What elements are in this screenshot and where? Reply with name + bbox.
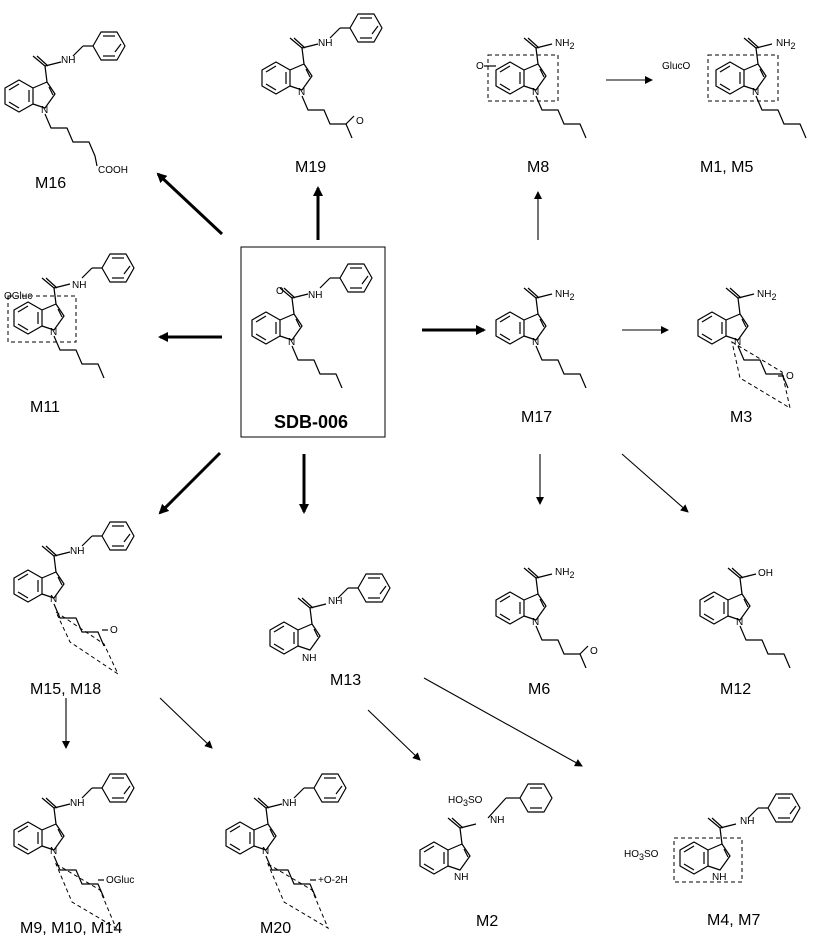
m15m18-n-label: N [50,594,57,605]
arrow-m13-to-m4m7 [423,677,583,767]
m4m7-ho3so-label: HO3SO [624,849,659,862]
m15m18-o-label: O [110,625,118,636]
m11-label: M11 [30,399,60,416]
m13-nh-label: NH [328,596,342,607]
m13-structure [269,573,391,655]
m6-nh2-label: NH2 [555,567,574,580]
m20-nh-label: NH [282,798,296,809]
m17-n-label: N [532,337,539,348]
m20-label: M20 [260,920,291,937]
m3-o-label: O [786,371,794,382]
m16-structure [4,31,126,167]
m6-label: M6 [528,681,550,698]
m8-n-label: N [532,87,539,98]
arrow-m15-to-m20 [159,697,213,749]
m3-dashed-box [731,340,791,410]
m12-oh-label: OH [758,568,773,579]
parent-label: SDB-006 [274,412,348,432]
m11-ogluc-label: OGluc [4,291,32,302]
m16-n-label: N [41,105,48,116]
m20-dashed-box [266,862,330,930]
m3-label: M3 [730,409,752,426]
m9-dashed-box [54,862,118,930]
m9-label: M9, M10, M14 [20,920,122,937]
m6-o-label: O [590,646,598,657]
sdb006-structure [251,263,373,389]
m4m7-structure [679,793,801,875]
m2-structure [419,783,553,875]
m9-nh-label: NH [70,798,84,809]
m16-cooh-label: COOH [98,165,128,176]
m8-structure [495,37,587,139]
m11-n-label: N [50,327,57,338]
m4m7-label: M4, M7 [707,912,760,929]
m20-o2h-label: +O-2H [318,875,348,886]
m17-structure [495,287,587,389]
m8-o-label: O [476,61,484,72]
m2-nh-ring-label: NH [454,872,468,883]
parent-nh-label: NH [308,290,322,301]
parent-o-label: O [276,286,284,297]
m6-n-label: N [532,617,539,628]
m19-structure [261,13,383,139]
parent-n-label: N [288,337,295,348]
m9-ogluc-label: OGluc [106,875,134,886]
m12-label: M12 [720,681,751,698]
parent-box [240,246,386,438]
arrow-m13-to-m2 [367,709,421,761]
m11-structure [13,253,135,379]
m15m18-nh-label: NH [70,546,84,557]
m19-nh-label: NH [318,38,332,49]
m2-label: M2 [476,913,498,930]
m4m7-nh-label: NH [740,816,754,827]
m13-label: M13 [330,672,361,689]
m13-nh-ring-label: NH [302,653,316,664]
m1m5-dashed-box [707,54,779,102]
arrow-m17-to-m12 [621,453,689,513]
m3-nh2-label: NH2 [757,289,776,302]
m19-label: M19 [295,159,326,176]
m12-n-label: N [736,617,743,628]
m6-structure [495,567,589,669]
m1m5-structure [715,37,807,139]
m15m18-label: M15, M18 [30,681,101,698]
m3-structure [697,287,789,389]
m12-structure [699,567,791,669]
m1m5-n-label: N [752,87,759,98]
m1m5-gluco-label: GlucO [662,61,691,72]
m8-nh2-label: NH2 [555,38,574,51]
m1m5-nh2-label: NH2 [776,38,795,51]
m19-n-label: N [298,87,305,98]
m17-label: M17 [521,409,552,426]
m11-nh-label: NH [72,280,86,291]
m16-label: M16 [35,175,66,192]
m15m18-dashed-box [54,610,120,676]
m16-nh-label: NH [61,55,75,66]
arrow-to-m16 [156,172,224,236]
m1m5-label: M1, M5 [700,159,753,176]
m19-o-label: O [356,116,364,127]
m11-dashed-box [7,295,77,343]
m2-nh-label: NH [490,815,504,826]
arrow-to-m15m18 [158,451,222,515]
m8-label: M8 [527,159,549,176]
m2-ho3so-label: HO3SO [448,795,483,808]
m3-n-label: N [734,337,741,348]
m20-n-label: N [262,846,269,857]
m9-n-label: N [50,846,57,857]
m8-dashed-box [487,54,559,102]
m17-nh2-label: NH2 [555,289,574,302]
m4m7-nh-ring-label: NH [712,872,726,883]
